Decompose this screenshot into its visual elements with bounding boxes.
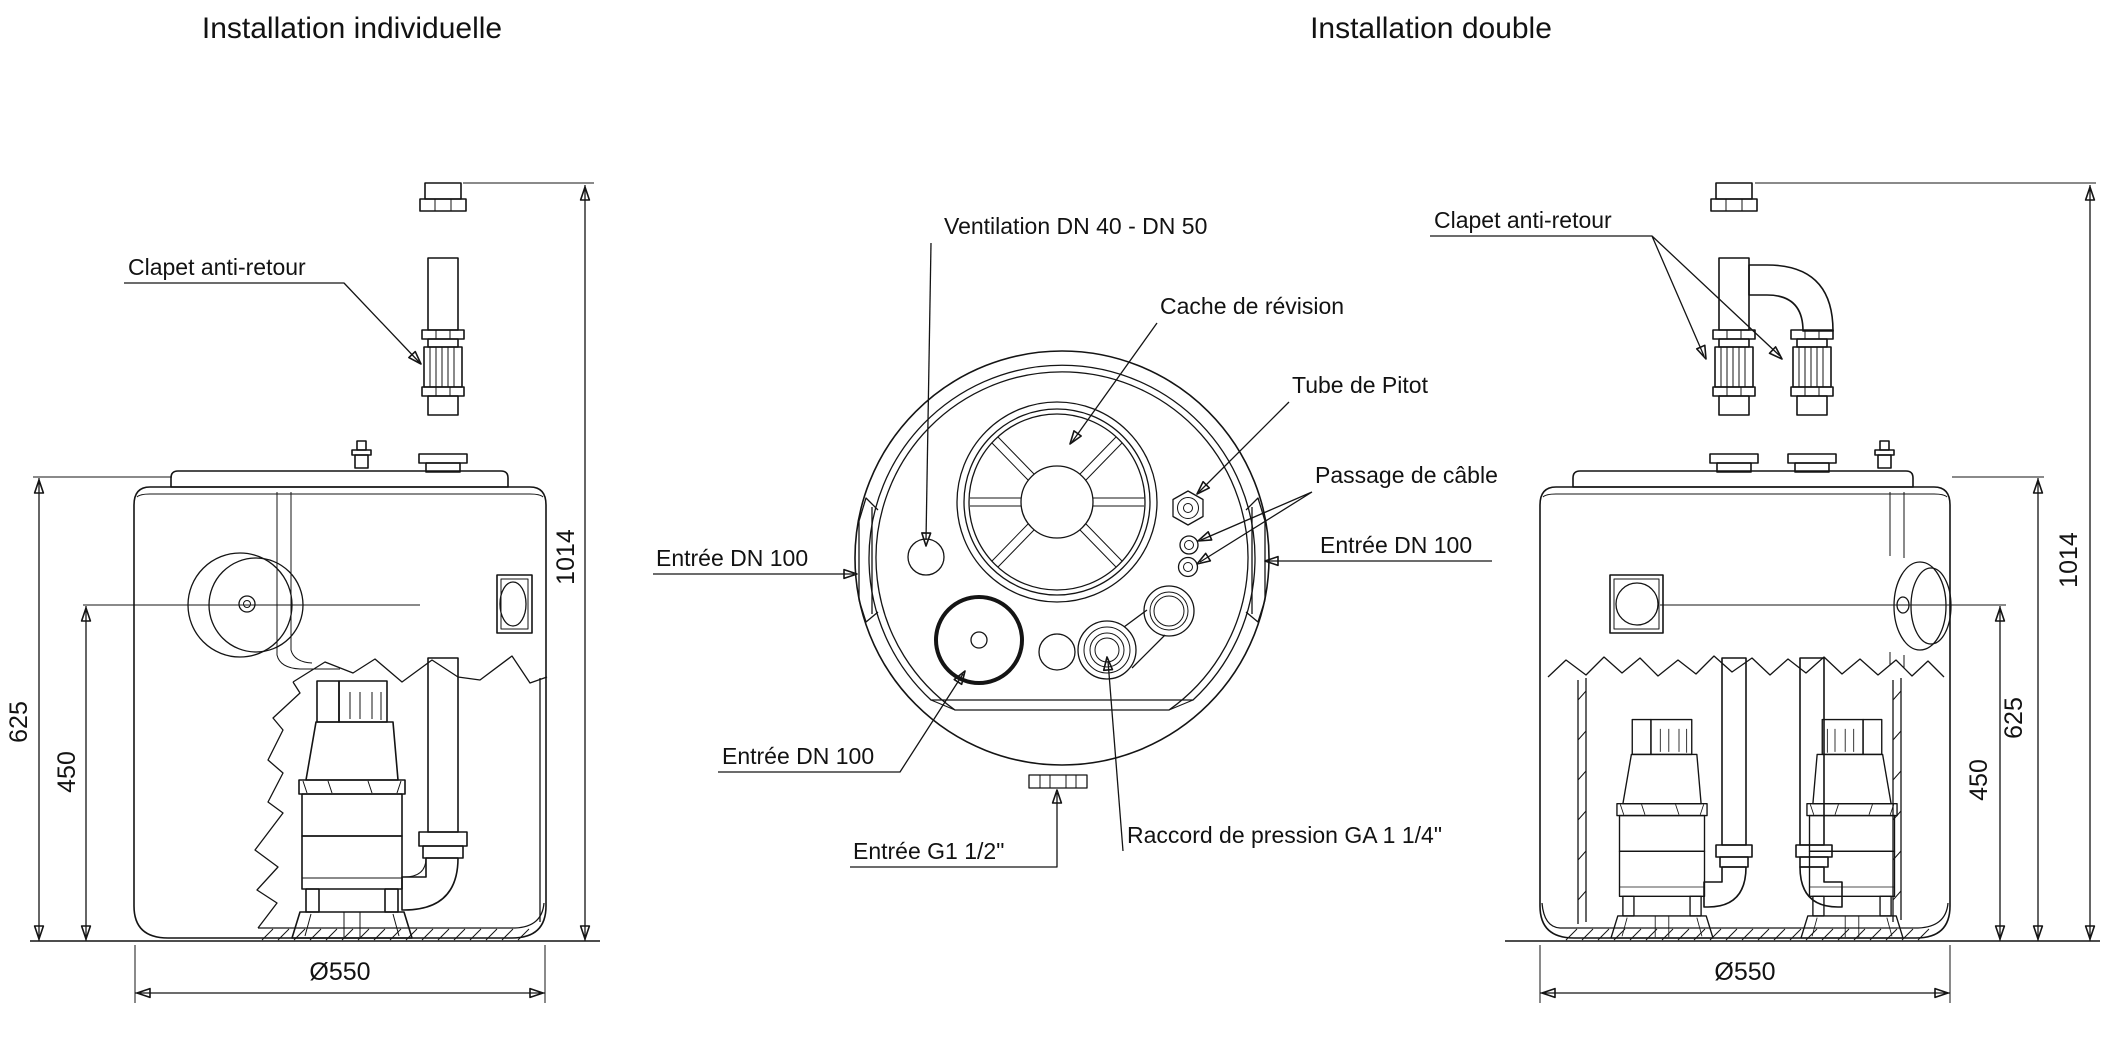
right-view-double-installation — [1430, 182, 2100, 1003]
label-inlet-bottom: Entrée DN 100 — [722, 743, 874, 769]
right-tank — [1539, 486, 2006, 941]
right-internal-pipes — [1703, 657, 1843, 908]
title-single-installation: Installation individuelle — [202, 12, 502, 45]
label-pitot-tube: Tube de Pitot — [1292, 372, 1429, 398]
title-double-installation: Installation double — [1310, 12, 1552, 45]
dim-625-left: 625 — [5, 701, 33, 743]
label-inlet-g: Entrée G1 1/2" — [853, 838, 1004, 864]
left-tank-lid — [170, 440, 509, 488]
right-check-valve-leader — [1430, 235, 1786, 363]
top-view-tank-outline — [854, 350, 1270, 789]
top-view-leaders — [653, 242, 1492, 868]
label-check-valve-left: Clapet anti-retour — [128, 254, 306, 280]
left-view-single-installation — [30, 182, 600, 1003]
label-ventilation: Ventilation DN 40 - DN 50 — [944, 213, 1207, 239]
right-elbow-junction — [1748, 264, 1834, 332]
right-view-dimensions — [1505, 182, 2100, 1003]
label-pressure-connection: Raccord de pression GA 1 1/4" — [1127, 822, 1442, 848]
top-view-ports — [907, 490, 1204, 685]
label-inlet-right: Entrée DN 100 — [1320, 532, 1472, 558]
label-inspection-cover: Cache de révision — [1160, 293, 1344, 319]
dim-1014-right: 1014 — [2055, 532, 2083, 588]
left-tank — [83, 486, 548, 941]
top-view — [653, 242, 1492, 868]
dim-450-right: 450 — [1965, 759, 1993, 801]
left-internal-pipe — [401, 657, 468, 911]
label-inlet-left: Entrée DN 100 — [656, 545, 808, 571]
drawing-text: Installation individuelle Installation d… — [5, 12, 2083, 986]
dim-diameter-left: Ø550 — [309, 958, 370, 986]
label-cable-gland: Passage de câble — [1315, 462, 1498, 488]
dim-diameter-right: Ø550 — [1714, 958, 1775, 986]
dim-1014-left: 1014 — [552, 529, 580, 585]
inspection-cover — [956, 401, 1158, 603]
left-check-valve-leader — [124, 282, 425, 368]
label-check-valve-right: Clapet anti-retour — [1434, 207, 1612, 233]
left-view-dimensions — [30, 182, 600, 1003]
dim-450-left: 450 — [53, 751, 81, 793]
dim-625-right: 625 — [2000, 697, 2028, 739]
